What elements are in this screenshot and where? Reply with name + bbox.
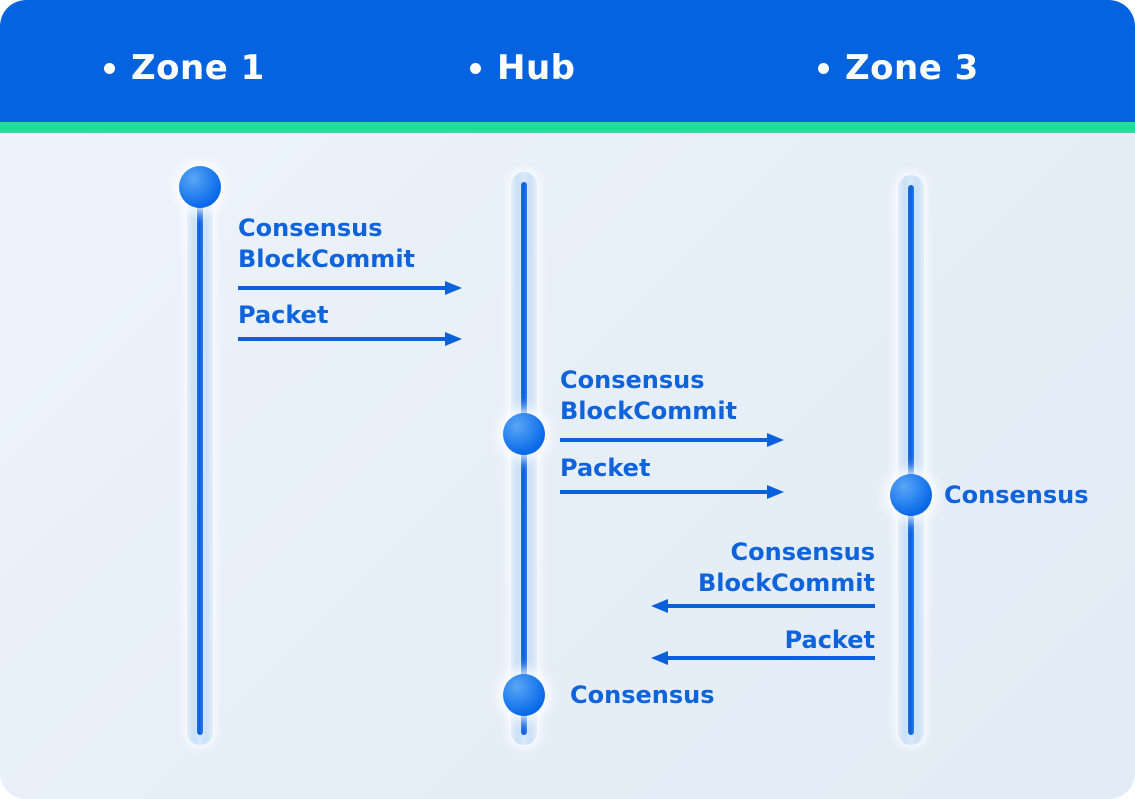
lifeline-core (197, 185, 203, 735)
message-arrow-6 (651, 650, 875, 666)
message-arrow-3 (560, 432, 784, 448)
message-label-3: Consensus BlockCommit (560, 366, 738, 425)
arrow-head-right-icon (445, 332, 462, 346)
node-label-zone-3-consensus: Consensus (944, 481, 1089, 509)
arrow-line (238, 337, 448, 341)
node-hub-consensus[interactable] (503, 674, 545, 716)
bullet-dot-icon (470, 62, 481, 74)
message-label-5: Consensus BlockCommit (697, 538, 875, 597)
message-arrow-4 (560, 484, 784, 500)
arrow-line (665, 656, 875, 660)
lifeline-hub (511, 172, 537, 745)
message-label-4: Packet (560, 454, 651, 482)
bullet-dot-icon (818, 62, 829, 74)
participant-label: Zone 1 (131, 48, 265, 88)
arrow-line (560, 490, 770, 494)
arrow-head-right-icon (767, 433, 784, 447)
lifeline-zone-3 (898, 175, 924, 745)
participant-label: Hub (497, 48, 576, 88)
arrow-head-right-icon (445, 281, 462, 295)
lifeline-core (908, 185, 914, 735)
node-zone-1-start[interactable] (179, 166, 221, 208)
arrow-head-right-icon (767, 485, 784, 499)
arrow-line (560, 438, 770, 442)
header-bar (0, 0, 1135, 122)
message-arrow-5 (651, 598, 875, 614)
arrow-line (665, 604, 875, 608)
accent-bar (0, 122, 1135, 133)
lifeline-zone-1 (187, 175, 213, 745)
node-hub-middle[interactable] (503, 413, 545, 455)
participant-header-zone-1[interactable]: Zone 1 (104, 44, 265, 92)
message-label-2: Packet (238, 301, 329, 329)
node-label-hub-consensus: Consensus (570, 681, 715, 709)
lifeline-core (521, 182, 527, 735)
participant-header-zone-3[interactable]: Zone 3 (818, 44, 979, 92)
participant-header-hub[interactable]: Hub (470, 44, 576, 92)
bullet-dot-icon (104, 62, 115, 74)
message-arrow-2 (238, 331, 462, 347)
arrow-head-left-icon (651, 651, 668, 665)
message-label-1: Consensus BlockCommit (238, 214, 416, 273)
message-label-6: Packet (784, 626, 875, 654)
node-zone-3-consensus[interactable] (890, 474, 932, 516)
arrow-line (238, 286, 448, 290)
message-arrow-1 (238, 280, 462, 296)
participant-label: Zone 3 (845, 48, 979, 88)
arrow-head-left-icon (651, 599, 668, 613)
